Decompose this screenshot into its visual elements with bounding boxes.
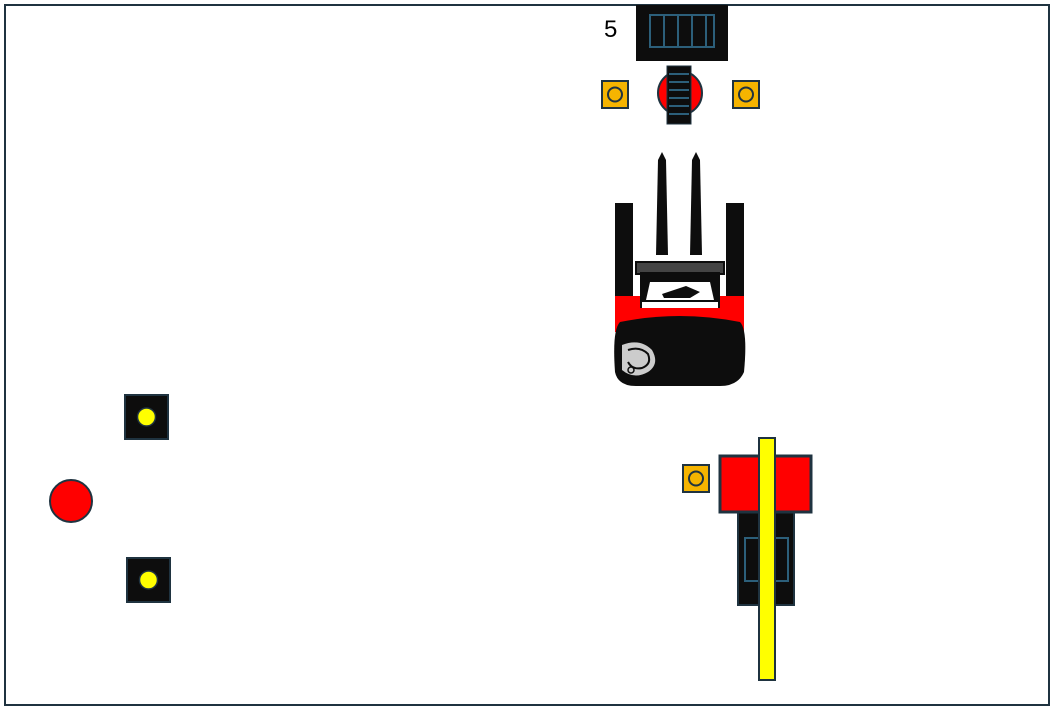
sensor-icon[interactable] [682,464,710,493]
conveyor-icon[interactable] [718,437,813,681]
station-number-label: 5 [604,16,618,43]
forklift-icon[interactable] [614,152,746,386]
stop-marker-icon[interactable] [49,479,93,523]
signal-light-icon[interactable] [124,394,169,440]
sensor-icon[interactable] [601,80,629,109]
sensor-icon[interactable] [732,80,760,109]
chain-arm-icon [666,65,692,125]
loading-dock-icon[interactable] [636,5,728,61]
floor-plan-frame [4,4,1050,706]
signal-light-icon[interactable] [126,557,171,603]
